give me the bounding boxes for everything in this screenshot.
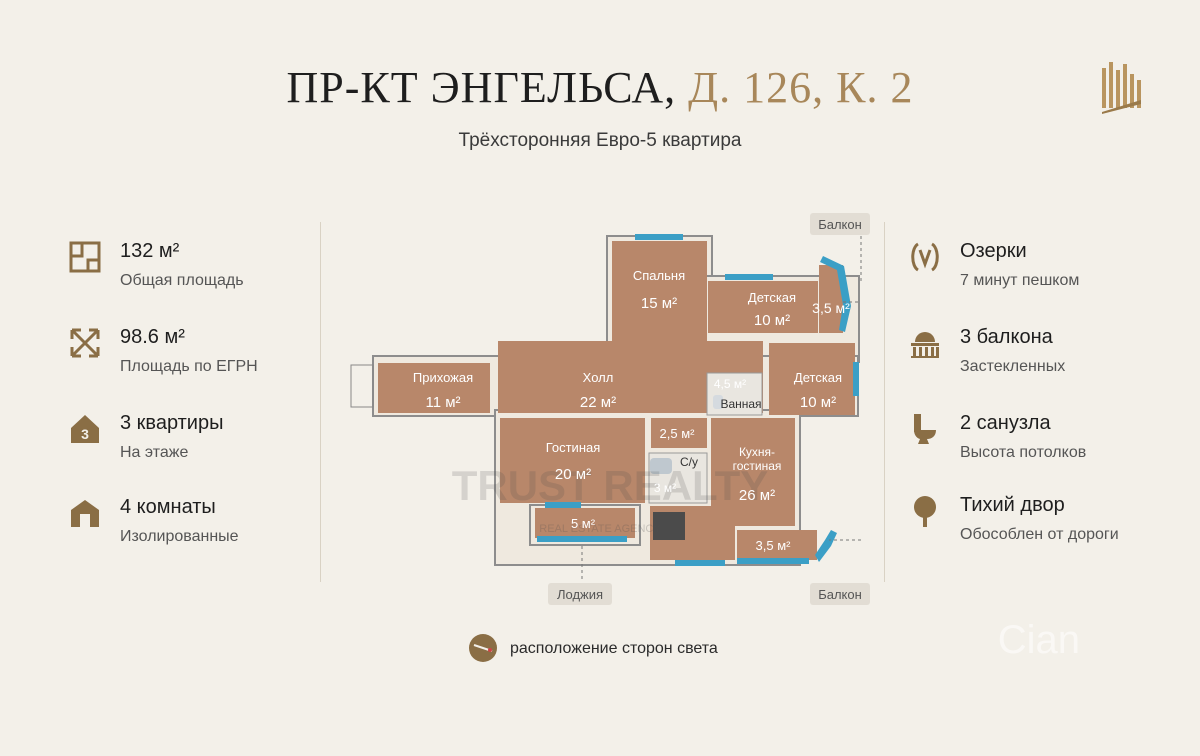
toilet-icon	[914, 414, 936, 444]
watermark-brand: TRUST REALTY	[452, 462, 769, 509]
page-title: ПР-КТ ЭНГЕЛЬСА, Д. 126, К. 2	[0, 62, 1200, 113]
label-hallway-name: Прихожая	[413, 370, 473, 385]
label-kids2-area: 10 м²	[800, 394, 836, 411]
svg-text:3: 3	[81, 426, 89, 442]
feature-main: 3 балкона	[960, 326, 1053, 348]
window-bedroom	[635, 234, 683, 240]
tag-balcony-bottom-label: Балкон	[818, 587, 862, 602]
sink-icon	[650, 458, 672, 474]
feature-sub: 7 минут пешком	[960, 272, 1080, 289]
feature-main: Озерки	[960, 240, 1027, 262]
entrance-door-icon	[350, 364, 374, 408]
divider-left	[320, 222, 321, 582]
label-wc-name: С/у	[680, 455, 698, 469]
label-hall-area: 22 м²	[580, 394, 616, 411]
feature-main: 98.6 м²	[120, 326, 185, 348]
window-balcony-small	[820, 256, 851, 332]
tree-icon	[914, 496, 936, 527]
bath-toilet-icon	[713, 395, 723, 409]
balcony-icon	[911, 332, 939, 358]
room-kids1	[708, 281, 818, 333]
stove-icon	[653, 512, 685, 540]
label-kitchen-line2: гостиная	[733, 459, 782, 473]
label-wc-area: 3 м²	[654, 481, 676, 495]
leader-balcony-top	[843, 236, 862, 303]
label-kids1-name: Детская	[748, 290, 796, 305]
window-balcony-corner	[815, 530, 837, 562]
room-living	[500, 418, 645, 503]
corner-watermark: Cian	[997, 618, 1080, 662]
label-loggia-area: 5 м²	[571, 516, 596, 531]
feature-sub: Обособлен от дороги	[960, 526, 1119, 543]
window-living	[545, 502, 581, 508]
room-hallway	[378, 363, 490, 413]
label-kids2-name: Детская	[794, 370, 842, 385]
feature-main: 3 квартиры	[120, 412, 224, 434]
tag-balcony-top-label: Балкон	[818, 217, 862, 232]
window-loggia	[537, 536, 627, 542]
feature-sub: Площадь по ЕГРН	[120, 358, 258, 375]
feature-sub: На этаже	[120, 444, 189, 461]
rooms-icon	[71, 500, 99, 527]
brand-logo-icon	[1102, 62, 1141, 114]
tag-balcony-bottom: Балкон	[810, 583, 870, 605]
label-hallway-area: 11 м²	[425, 394, 460, 411]
tag-loggia: Лоджия	[548, 583, 612, 605]
feature-sub: Изолированные	[120, 528, 239, 545]
label-kitchen-area: 26 м²	[739, 487, 775, 504]
label-bathroom-name: Ванная	[720, 397, 761, 411]
room-loggia	[535, 508, 635, 538]
floorplan-icon	[69, 241, 101, 273]
label-kitchen-line1: Кухня-	[739, 445, 775, 459]
expand-arrows-icon	[70, 328, 100, 358]
label-living-area: 20 м²	[555, 466, 591, 483]
room-bedroom	[612, 241, 707, 353]
window-balcony-bottom	[737, 558, 809, 564]
label-bathroom-area: 4,5 м²	[714, 377, 746, 391]
house-number-icon: 3	[71, 415, 99, 443]
label-hall-name: Холл	[583, 370, 614, 385]
room-closet	[651, 418, 707, 448]
tag-balcony-top: Балкон	[810, 213, 870, 235]
label-kitchen-name: Кухня-гостиная	[733, 445, 782, 473]
label-bedroom-area: 15 м²	[641, 295, 677, 312]
feature-sub: Общая площадь	[120, 272, 244, 289]
label-closet-area: 2,5 м²	[660, 426, 696, 441]
feature-main: 4 комнаты	[120, 496, 216, 518]
feature-main: 132 м²	[120, 240, 180, 262]
page-subtitle: Трёхсторонняя Евро-5 квартира	[458, 130, 742, 151]
compass-icon	[469, 634, 497, 662]
label-bedroom-name: Спальня	[633, 268, 685, 283]
watermark-sub: REAL ESTATE AGENCY	[539, 523, 661, 535]
feature-sub: Застекленных	[960, 358, 1066, 375]
feature-sub: Высота потолков	[960, 444, 1087, 461]
window-kitchen	[675, 560, 725, 566]
tag-loggia-label: Лоджия	[557, 587, 603, 602]
feature-main: Тихий двор	[960, 494, 1065, 516]
label-kids1-area: 10 м²	[754, 312, 790, 329]
label-balcony-small-area: 3,5 м²	[812, 300, 850, 316]
metro-icon	[911, 242, 939, 272]
window-kids2	[853, 362, 859, 396]
divider-right	[884, 222, 885, 582]
room-balcony-bottom	[737, 530, 817, 560]
window-kids1	[725, 274, 773, 280]
title-accent: Д. 126, К. 2	[688, 63, 914, 112]
floor-plan: TRUST REALTY REAL ESTATE AGENCY Спальня …	[350, 213, 870, 605]
label-balcony-bottom-area: 3,5 м²	[756, 538, 792, 553]
room-kids2	[769, 343, 855, 415]
title-main: ПР-КТ ЭНГЕЛЬСА,	[286, 63, 677, 112]
feature-main: 2 санузла	[960, 412, 1051, 434]
label-living-name: Гостиная	[546, 440, 601, 455]
compass-label: расположение сторон света	[510, 640, 718, 657]
